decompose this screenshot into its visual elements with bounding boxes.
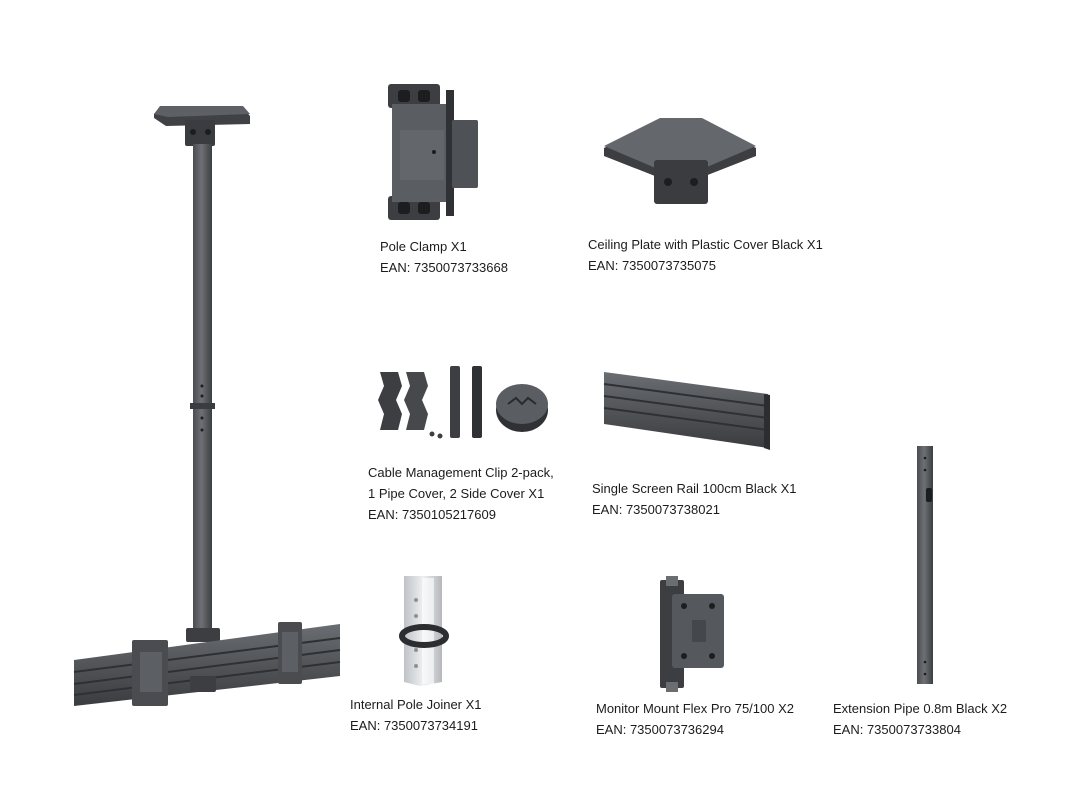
pole-clamp-caption: Pole Clamp X1 EAN: 7350073733668	[380, 236, 508, 278]
extension-pipe-caption: Extension Pipe 0.8m Black X2 EAN: 735007…	[833, 698, 1007, 740]
ceiling-plate-caption: Ceiling Plate with Plastic Cover Black X…	[588, 234, 823, 276]
product-name: Monitor Mount Flex Pro 75/100 X2	[596, 701, 794, 716]
product-ean: EAN: 7350073733668	[380, 260, 508, 275]
screen-rail-caption: Single Screen Rail 100cm Black X1 EAN: 7…	[592, 478, 797, 520]
product-ean: EAN: 7350105217609	[368, 507, 496, 522]
monitor-mount-caption: Monitor Mount Flex Pro 75/100 X2 EAN: 73…	[596, 698, 794, 740]
monitor-mount-icon	[660, 576, 724, 692]
product-ean: EAN: 7350073735075	[588, 258, 716, 273]
product-ean: EAN: 7350073738021	[592, 502, 720, 517]
product-ean: EAN: 7350073733804	[833, 722, 961, 737]
product-name: Pole Clamp X1	[380, 239, 467, 254]
product-name-line2: 1 Pipe Cover, 2 Side Cover X1	[368, 486, 545, 501]
extension-pipe-icon	[917, 446, 933, 684]
product-name: Extension Pipe 0.8m Black X2	[833, 701, 1008, 716]
assembled-ceiling-mount-icon	[73, 106, 341, 706]
product-ean: EAN: 7350073734191	[350, 718, 478, 733]
screen-rail-icon	[603, 372, 770, 450]
product-name: Ceiling Plate with Plastic Cover Black X…	[588, 237, 823, 252]
product-name: Internal Pole Joiner X1	[350, 697, 482, 712]
pole-joiner-icon	[399, 576, 449, 686]
cable-clip-caption: Cable Management Clip 2-pack, 1 Pipe Cov…	[368, 462, 554, 525]
product-name-line1: Cable Management Clip 2-pack,	[368, 465, 554, 480]
pole-joiner-caption: Internal Pole Joiner X1 EAN: 73500737341…	[350, 694, 482, 736]
ceiling-plate-icon	[604, 118, 756, 204]
pole-clamp-icon	[388, 84, 478, 220]
product-name: Single Screen Rail 100cm Black X1	[592, 481, 797, 496]
cable-clip-icon	[378, 366, 548, 439]
product-ean: EAN: 7350073736294	[596, 722, 724, 737]
